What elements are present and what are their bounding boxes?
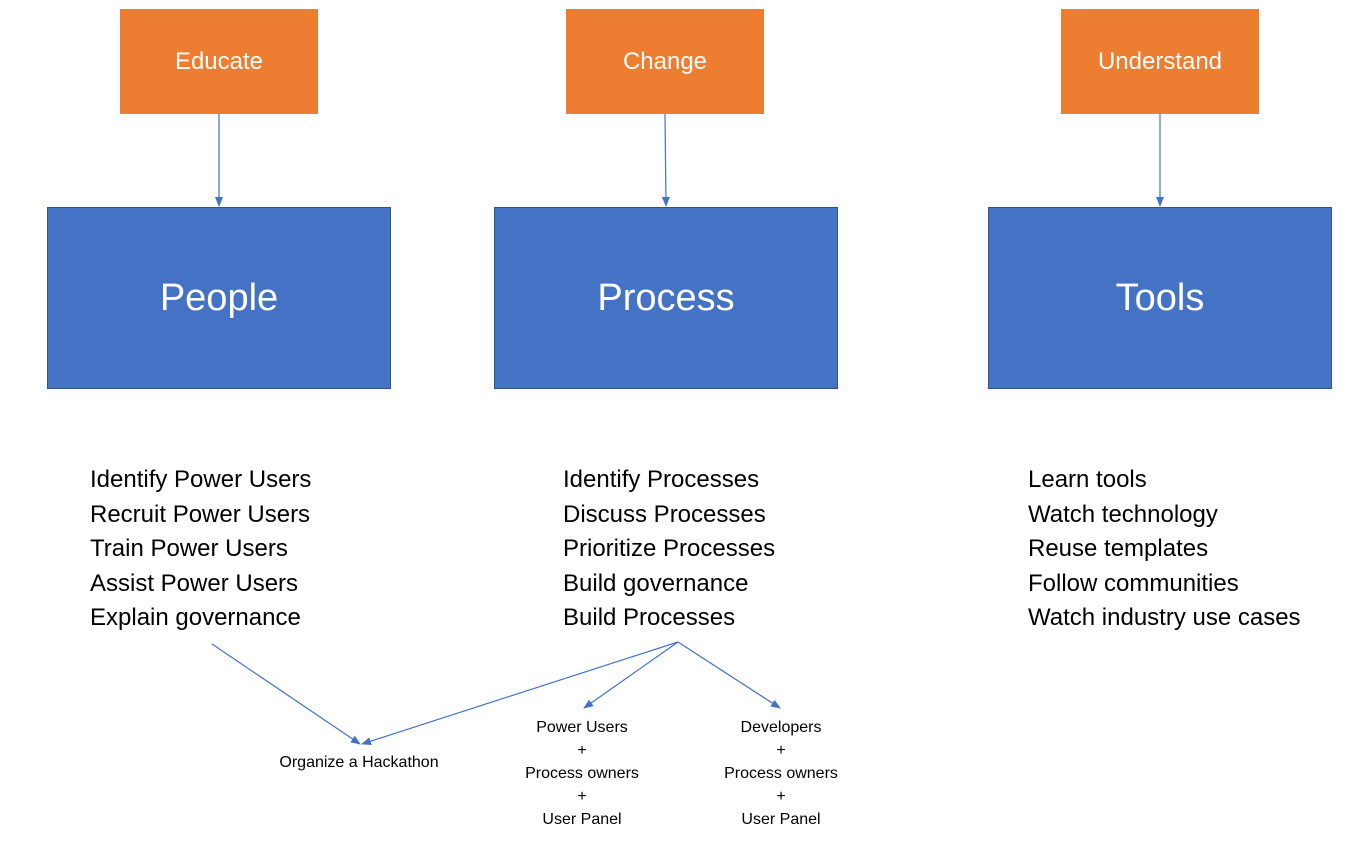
process-owners-line: Process owners xyxy=(525,765,639,782)
plus-sign: + xyxy=(776,742,786,759)
people-action-list: Identify Power Users Recruit Power Users… xyxy=(90,463,311,636)
understand-label: Understand xyxy=(1097,47,1223,75)
list-item: Identify Power Users xyxy=(90,466,312,493)
process-action-list: Identify Processes Discuss Processes Pri… xyxy=(563,463,775,636)
power-users-line: Power Users xyxy=(536,719,628,736)
change-box: Change xyxy=(566,9,764,114)
process-box: Process xyxy=(494,207,838,389)
tools-action-list: Learn tools Watch technology Reuse templ… xyxy=(1028,463,1301,636)
list-item: Follow communities xyxy=(1028,569,1239,597)
change-label: Change xyxy=(622,47,708,75)
list-item: Watch industry use cases xyxy=(1028,604,1301,631)
list-item: Watch technology xyxy=(1028,500,1218,528)
power-users-group-note: Power Users + Process owners + User Pane… xyxy=(492,716,672,831)
plus-sign: + xyxy=(577,742,587,759)
developers-group-note: Developers + Process owners + User Panel xyxy=(691,716,871,831)
educate-box: Educate xyxy=(120,9,318,114)
educate-label: Educate xyxy=(174,47,264,75)
tools-label: Tools xyxy=(1115,276,1205,319)
list-item: Identify Processes xyxy=(563,466,760,493)
list-item: Explain governance xyxy=(90,604,301,631)
list-item: Build Processes xyxy=(563,604,736,631)
arrow-processes-to-developers xyxy=(677,641,781,709)
arrow-processes-to-power-users xyxy=(583,641,679,709)
list-item: Assist Power Users xyxy=(90,569,299,597)
user-panel-line: User Panel xyxy=(741,811,821,828)
tools-box: Tools xyxy=(988,207,1332,389)
understand-box: Understand xyxy=(1061,9,1259,114)
list-item: Train Power Users xyxy=(90,535,288,562)
people-box: People xyxy=(47,207,391,389)
plus-sign: + xyxy=(577,788,587,805)
list-item: Reuse templates xyxy=(1028,535,1209,562)
user-panel-line: User Panel xyxy=(542,811,622,828)
people-label: People xyxy=(159,276,279,319)
arrow-change-to-process xyxy=(661,113,670,207)
process-label: Process xyxy=(597,276,735,319)
arrow-governance-to-hackathon xyxy=(211,643,361,745)
list-item: Learn tools xyxy=(1028,466,1147,493)
process-owners-line: Process owners xyxy=(724,765,838,782)
list-item: Prioritize Processes xyxy=(563,535,776,562)
list-item: Discuss Processes xyxy=(563,500,766,528)
list-item: Build governance xyxy=(563,569,749,597)
list-item: Recruit Power Users xyxy=(90,500,311,528)
developers-line: Developers xyxy=(740,719,822,736)
hackathon-note: Organize a Hackathon xyxy=(279,754,439,771)
plus-sign: + xyxy=(776,788,786,805)
